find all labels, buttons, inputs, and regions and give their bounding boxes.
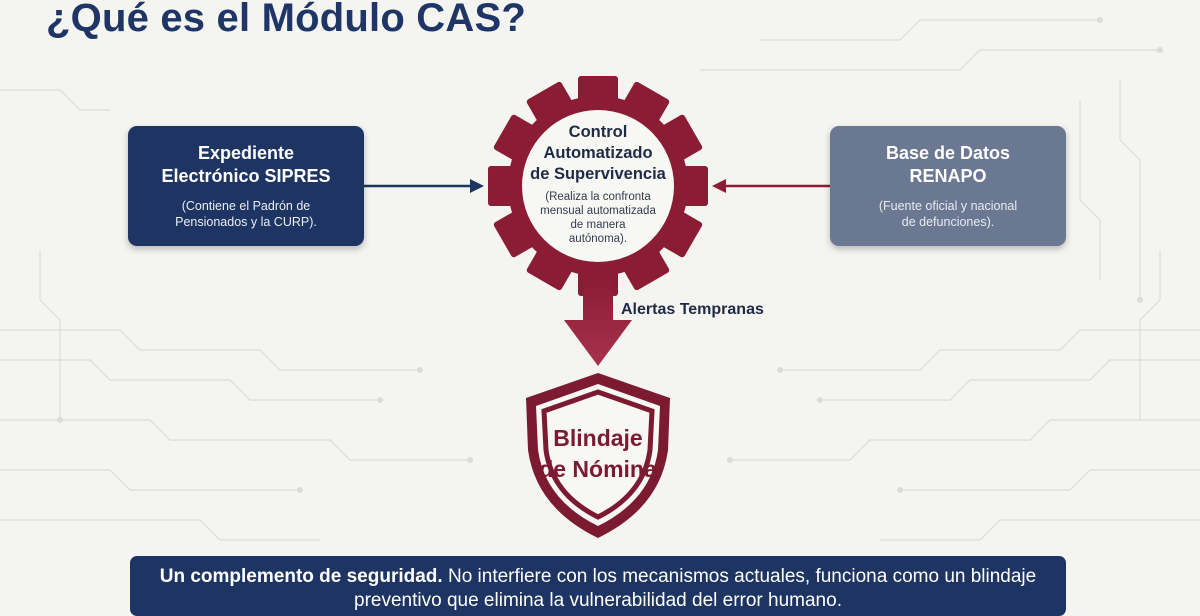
renapo-node: Base de Datos RENAPO (Fuente oficial y n… [830, 126, 1066, 246]
arrow-down-icon [564, 278, 632, 366]
renapo-node-title: Base de Datos RENAPO [885, 143, 1011, 186]
cas-node: Control Automatizado de Supervivencia (R… [508, 122, 688, 246]
shield-node-line2: de Nómina [539, 456, 657, 482]
page-title: ¿Qué es el Módulo CAS? [46, 0, 526, 40]
cas-node-title: Control Automatizado de Supervivencia [530, 123, 666, 183]
cas-node-description: (Realiza la confronta mensual automatiza… [540, 191, 656, 245]
shield-node-line1: Blindaje [553, 425, 643, 451]
sipres-node-description: (Contiene el Padrón de Pensionados y la … [175, 199, 317, 229]
renapo-node-description: (Fuente oficial y nacional de defuncione… [878, 199, 1018, 229]
arrow-right-icon [364, 179, 484, 193]
gear-icon [488, 76, 708, 296]
summary-banner-bold: Un complemento de seguridad. [159, 566, 443, 587]
shield-icon [526, 373, 670, 538]
summary-banner: Un complemento de seguridad. No interfie… [130, 556, 1066, 616]
background-circuit-pattern [0, 17, 1200, 541]
summary-banner-text: No interfiere con los mecanismos actuale… [354, 566, 1037, 611]
sipres-node: Expediente Electrónico SIPRES (Contiene … [128, 126, 364, 246]
flow-diagram [364, 76, 830, 538]
arrow-left-icon [712, 179, 830, 193]
sipres-node-title: Expediente Electrónico SIPRES [161, 143, 331, 186]
shield-node: Blindaje de Nómina [508, 423, 688, 485]
edge-label-alertas: Alertas Tempranas [621, 301, 764, 318]
